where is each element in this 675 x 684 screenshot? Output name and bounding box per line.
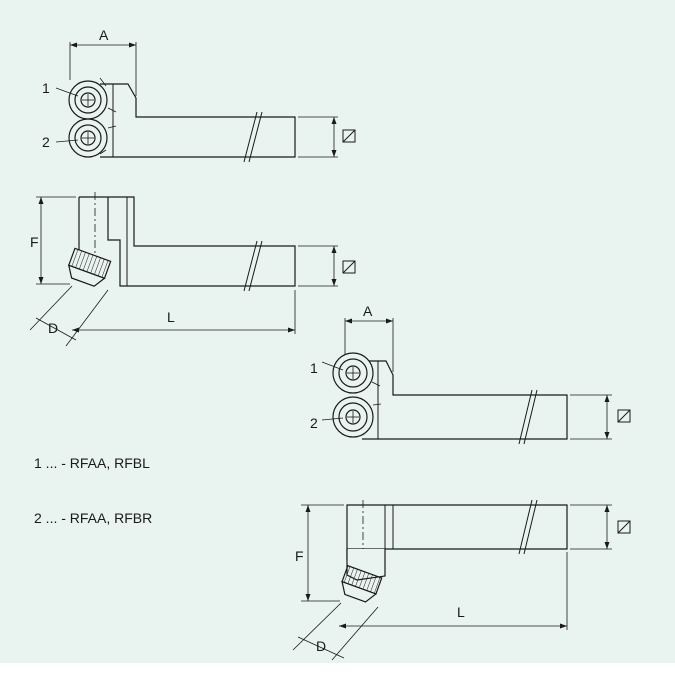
technical-drawing: A 1 2 — [29, 27, 631, 661]
legend-item-1: 1 ... - RFAA, RFBL — [34, 455, 150, 471]
dim-label-a-1: A — [99, 27, 109, 43]
square-symbol-4 — [617, 520, 631, 534]
legend-item-2: 2 ... - RFAA, RFBR — [34, 510, 153, 526]
dim-label-l-2: L — [457, 604, 465, 620]
roller-2 — [68, 118, 117, 158]
dim-label-a-2: A — [363, 303, 373, 319]
dim-label-f-2: F — [295, 548, 304, 564]
view-2-side — [29, 192, 356, 347]
pos-label-2-view3: 2 — [310, 415, 318, 431]
roller-1 — [68, 77, 117, 120]
dim-label-d-1: D — [48, 320, 58, 336]
square-symbol-1 — [342, 129, 356, 143]
dim-label-d-2: D — [316, 638, 326, 654]
view-3-top — [321, 318, 631, 445]
angled-wheel-1 — [67, 247, 112, 287]
pos-label-2-view1: 2 — [42, 134, 50, 150]
pos-label-1-view1: 1 — [42, 80, 50, 96]
roller-1-right — [332, 352, 381, 394]
square-symbol-2 — [342, 260, 356, 274]
dim-label-l-1: L — [167, 309, 175, 325]
pos-label-1-view3: 1 — [310, 360, 318, 376]
view-1-top — [55, 42, 356, 163]
view-4-side — [292, 499, 631, 661]
dim-label-f-1: F — [30, 234, 39, 250]
drawing-canvas: A 1 2 — [0, 0, 675, 663]
roller-2-right — [332, 396, 382, 438]
angled-wheel-2 — [341, 564, 383, 603]
square-symbol-3 — [617, 409, 631, 423]
